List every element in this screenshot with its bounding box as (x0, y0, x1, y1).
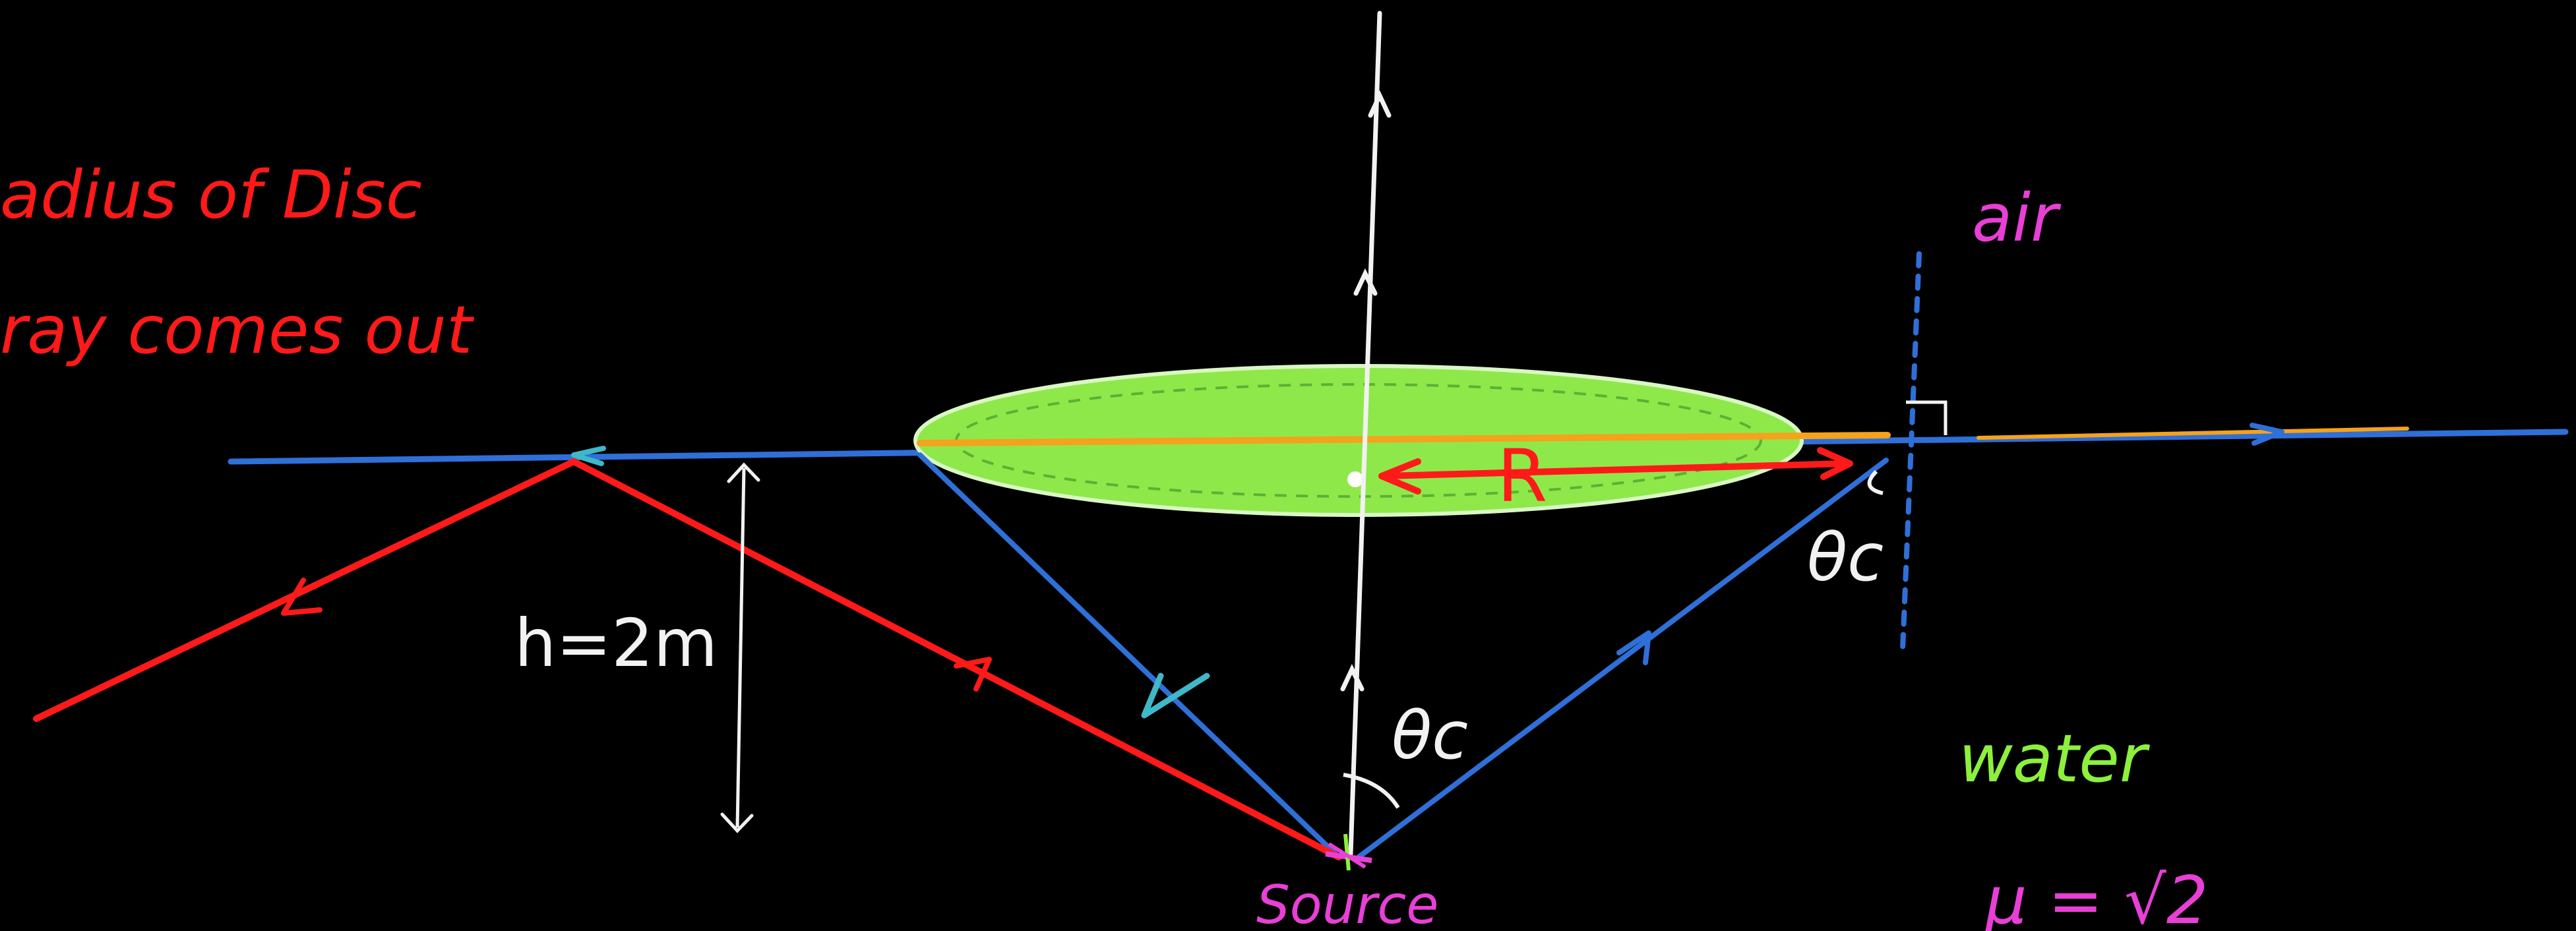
radius-label: R (1497, 434, 1547, 518)
reflected-ray-arrow-up (954, 657, 992, 692)
radius-arrowhead (1378, 458, 1421, 495)
source-point (1325, 833, 1372, 871)
height-arrow-bottom (720, 812, 754, 833)
height-label: h=2m (514, 605, 718, 682)
angle-label-right: θc (1807, 519, 1884, 596)
surface-arrow-right (2250, 423, 2285, 446)
disc-diameter (917, 432, 1891, 446)
radius-arrowhead-end (1817, 447, 1853, 480)
height-arrow (735, 467, 746, 828)
vertical-ray-arrow-1 (1368, 90, 1392, 118)
reflected-ray-arrow-down (281, 578, 322, 616)
vertical-ray-arrow-2 (1353, 268, 1378, 296)
note-line-1: adius of Disc (0, 156, 422, 233)
cone-ray-right-arrow (1616, 630, 1651, 665)
radius-line (1382, 460, 1850, 479)
angle-arc-bottom (1343, 773, 1400, 809)
surface-arrow-left (571, 446, 606, 466)
reflected-ray (33, 458, 1342, 860)
normal-dashed-line (1900, 251, 1922, 652)
right-angle-mark (1906, 400, 1947, 435)
vertical-ray-arrow-3 (1340, 663, 1365, 692)
angle-label-bottom: θc (1392, 697, 1468, 774)
height-arrow-top (727, 462, 760, 483)
note-line-2: ray comes out (0, 291, 475, 369)
vertical-ray (1348, 11, 1382, 856)
cone-ray-left (917, 452, 1341, 860)
surface-orange-segment (1977, 427, 2409, 440)
mu-label: μ = √2 (1984, 862, 2208, 931)
source-label: Source (1256, 874, 1439, 931)
disc-center-dot (1347, 471, 1363, 487)
cone-ray-left-arrow (1141, 673, 1210, 719)
angle-arc-right (1867, 469, 1884, 495)
air-label: air (1972, 179, 2062, 256)
cone-ray-right (1356, 458, 1889, 860)
water-label: water (1959, 720, 2151, 797)
